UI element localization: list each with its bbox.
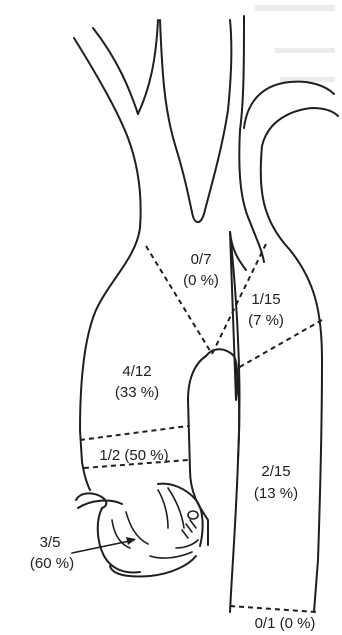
label-right-mid-percent: (13 %) (254, 485, 298, 502)
boundary-bottom (230, 606, 316, 612)
label-valve-percent: (60 %) (30, 555, 74, 572)
label-upper-right-fraction: 1/15 (251, 291, 280, 308)
label-left-lower: 1/2 (50 %) (99, 447, 168, 464)
arch-right-wall (239, 130, 264, 262)
label-upper-right-percent: (7 %) (248, 312, 284, 329)
middle-branch-wall (138, 20, 192, 212)
label-left-mid-percent: (33 %) (115, 384, 159, 401)
label-right-mid-fraction: 2/15 (261, 463, 290, 480)
valve-arrow-line (72, 540, 134, 553)
boundary-left-lower (80, 426, 188, 440)
arch-notch (192, 20, 231, 222)
label-left-mid-fraction: 4/12 (122, 363, 151, 380)
bleed-through-mark (275, 48, 335, 53)
descending-outer-wall (244, 82, 334, 128)
valve-sketch (76, 484, 203, 577)
valve-arrow-head (126, 537, 136, 545)
descending-aorta-right-wall (261, 146, 322, 612)
label-valve-fraction: 3/5 (40, 534, 61, 551)
bleed-through-mark (255, 5, 335, 11)
right-branch-wall (240, 16, 244, 130)
descending-outer-wall-2 (262, 108, 338, 146)
ascending-left-lower-wall (82, 462, 90, 490)
label-bottom: 0/1 (0 %) (255, 615, 316, 632)
label-top-percent: (0 %) (183, 272, 219, 289)
left-branch-inner-wall (93, 28, 138, 114)
label-top-fraction: 0/7 (191, 251, 212, 268)
